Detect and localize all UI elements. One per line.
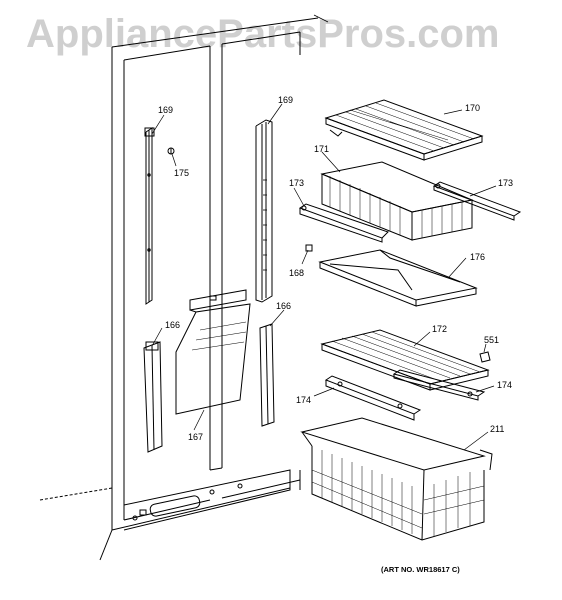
slide-173-right [432,181,522,221]
rail-169-right [255,119,273,303]
slide-174-right [392,369,486,401]
callout-175: 175 [174,168,190,178]
shelf-170 [324,99,484,161]
art-number: (ART NO. WR18617 C) [381,565,460,574]
callout-169-left: 169 [158,105,174,115]
callout-167: 167 [188,432,204,442]
cabinet-liner [39,17,319,561]
callout-211: 211 [490,424,505,434]
callout-174-right: 174 [497,380,513,390]
leader-lines [151,14,497,451]
panel-167 [175,289,251,415]
callout-551: 551 [484,335,500,345]
watermark: AppliancePartsPros.com [26,12,500,56]
callout-171: 171 [314,144,330,154]
callout-173-right: 173 [498,178,514,188]
callout-169-right: 169 [278,95,294,105]
callout-166-left: 166 [165,320,181,330]
screw-175 [167,147,175,155]
shelf-172 [320,329,490,391]
slide-173-left [298,203,389,243]
callout-172: 172 [432,324,448,334]
callout-173-left: 173 [289,178,305,188]
slide-174-left [324,375,422,421]
callout-166-right: 166 [276,301,292,311]
basket-171 [320,161,474,241]
callout-168: 168 [289,268,305,278]
clip-551 [479,351,491,363]
callout-176: 176 [470,252,486,262]
rail-169-left [144,127,155,305]
callout-170: 170 [465,103,481,113]
shelf-frame-176 [318,249,478,307]
callout-174-left: 174 [296,395,312,405]
panel-166-left [143,341,163,453]
clip-168 [305,244,313,252]
panel-166-right [259,323,275,427]
bin-211 [300,417,493,541]
